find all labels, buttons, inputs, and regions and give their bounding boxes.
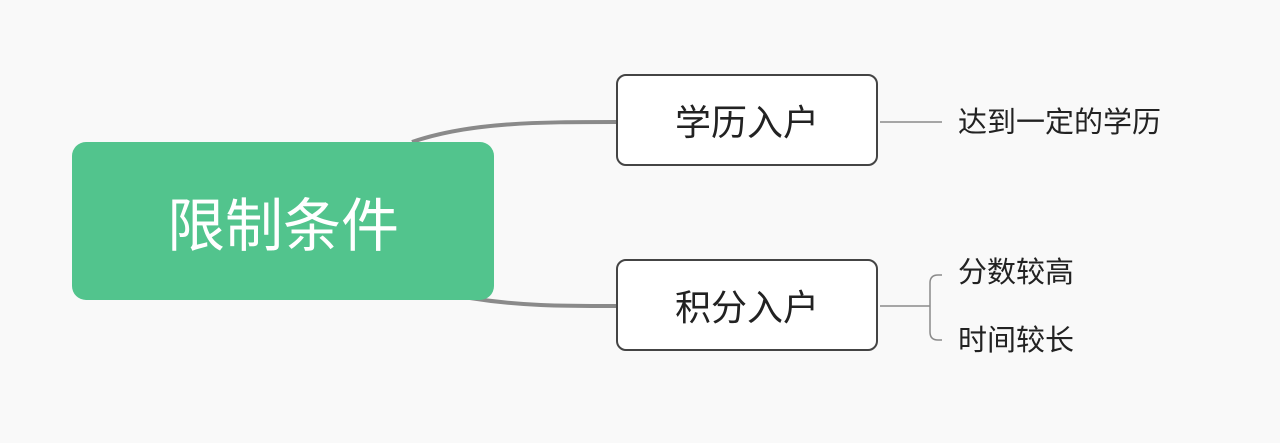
connector-root-branch-1 [411,120,617,144]
connector-root-branch-2 [469,296,617,308]
leaf-node[interactable]: 时间较长 [958,323,1075,357]
connector-branch-2-bracket [880,274,942,341]
root-node[interactable]: 限制条件 [72,142,494,300]
leaf-node[interactable]: 分数较高 [958,255,1075,289]
branch-node-education[interactable]: 学历入户 [616,74,878,166]
leaf-node[interactable]: 达到一定的学历 [958,105,1162,139]
branch-node-points[interactable]: 积分入户 [616,259,878,351]
branch-label: 学历入户 [674,103,819,144]
branch-label: 积分入户 [674,288,819,329]
